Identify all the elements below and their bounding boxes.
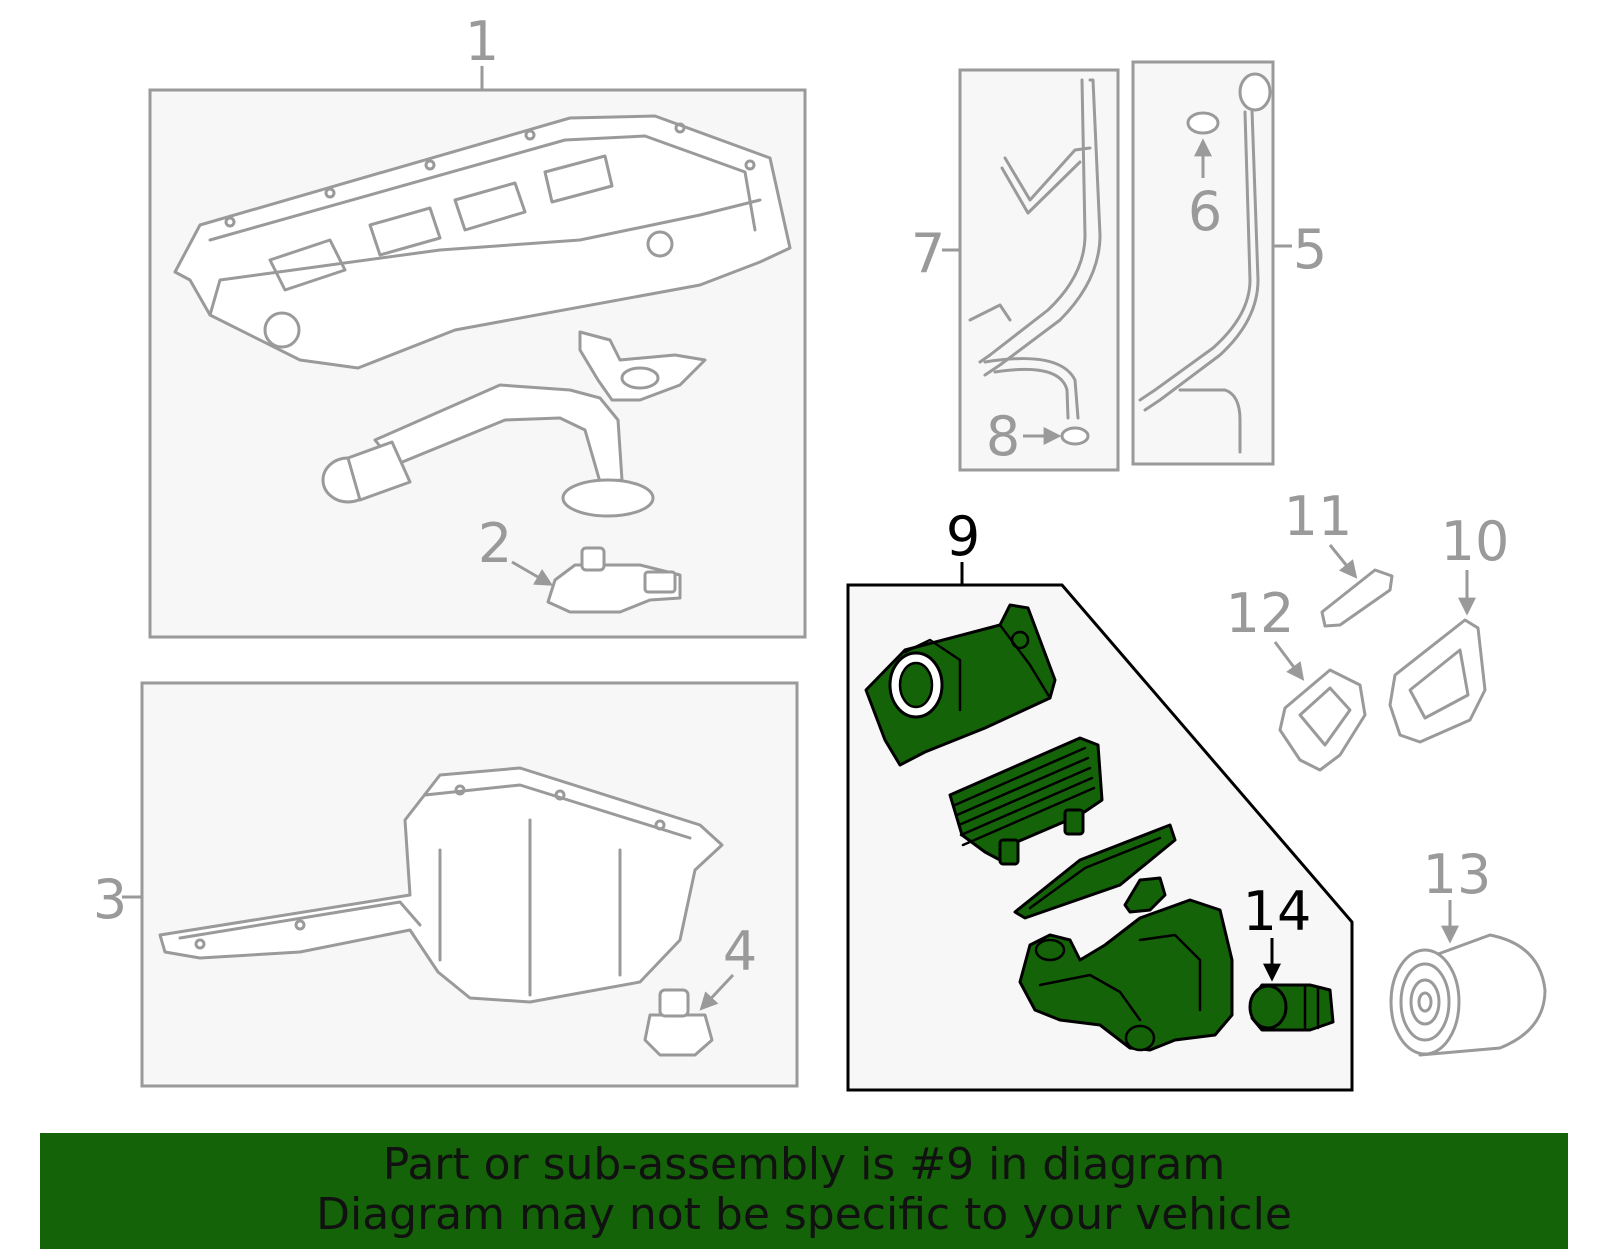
seal-11-part bbox=[1320, 568, 1394, 628]
box-1-upper-oil-pan: 1 bbox=[148, 10, 807, 639]
part-10-gasket-group: 10 bbox=[1388, 510, 1510, 744]
gasket-12-part bbox=[1278, 668, 1367, 772]
callout-7: 7 bbox=[911, 222, 945, 285]
callout-14: 14 bbox=[1243, 880, 1312, 943]
callout-1: 1 bbox=[465, 10, 499, 73]
upper-oil-pan-part bbox=[173, 114, 792, 370]
callout-4: 4 bbox=[723, 920, 757, 983]
box-7-dipstick-tube: 7 8 bbox=[911, 68, 1120, 472]
oil-cooler-adapter-part bbox=[864, 603, 1057, 767]
filter-housing-part bbox=[1018, 898, 1234, 1052]
callout-6: 6 bbox=[1188, 180, 1222, 243]
oil-pickup-tube-part bbox=[321, 330, 707, 518]
banner-line-2: Diagram may not be specific to your vehi… bbox=[316, 1189, 1292, 1240]
gasket-10-part bbox=[1388, 618, 1487, 744]
box-9-oil-cooler-assembly: 9 bbox=[846, 505, 1354, 1092]
info-banner: Part or sub-assembly is #9 in diagram Di… bbox=[40, 1133, 1568, 1249]
dipstick-tube-part bbox=[968, 78, 1102, 420]
drain-plug-part bbox=[643, 988, 714, 1057]
callout-12: 12 bbox=[1226, 582, 1295, 645]
cooler-gasket-part bbox=[1013, 823, 1177, 920]
small-gasket-part bbox=[1123, 876, 1167, 914]
oil-sensor-part bbox=[546, 546, 682, 614]
callout-9: 9 bbox=[946, 505, 980, 568]
part-12-gasket-group: 12 bbox=[1226, 582, 1367, 772]
part-13-oil-filter-group: 13 bbox=[1389, 843, 1547, 1057]
callout-13: 13 bbox=[1423, 843, 1492, 906]
callout-5: 5 bbox=[1293, 218, 1327, 281]
callout-3: 3 bbox=[93, 868, 127, 931]
o-ring-6-part bbox=[1186, 111, 1220, 135]
part-11-gasket-group: 11 bbox=[1284, 485, 1394, 628]
oil-cooler-core-part bbox=[948, 736, 1104, 866]
o-ring-8-part bbox=[1060, 426, 1090, 446]
callout-10: 10 bbox=[1441, 510, 1510, 573]
dipstick-part bbox=[1138, 72, 1272, 454]
callout-2: 2 bbox=[478, 512, 512, 575]
banner-line-1: Part or sub-assembly is #9 in diagram bbox=[382, 1139, 1226, 1190]
callout-8: 8 bbox=[986, 405, 1020, 468]
callout-11: 11 bbox=[1284, 485, 1353, 548]
box-3-lower-oil-pan: 3 4 bbox=[93, 681, 799, 1088]
plug-14-part bbox=[1248, 983, 1335, 1032]
box-5-dipstick: 5 6 bbox=[1131, 60, 1327, 466]
lower-oil-pan-part bbox=[158, 766, 724, 1004]
